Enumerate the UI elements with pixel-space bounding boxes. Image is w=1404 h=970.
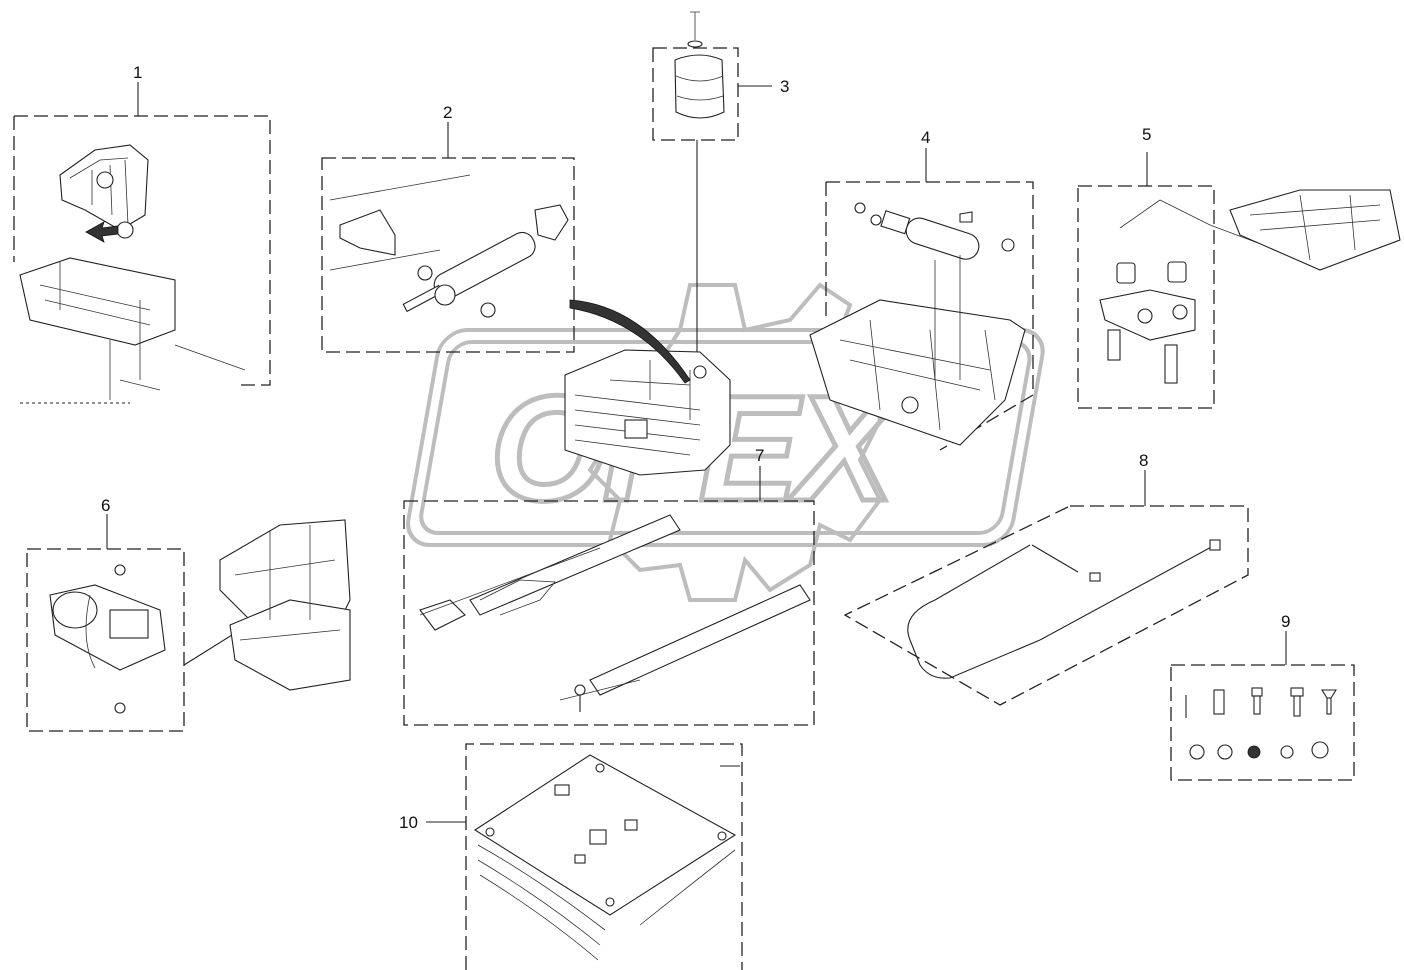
callout-5: 5 [1142, 125, 1151, 144]
group-1-arrow-icon [85, 221, 119, 243]
callouts: 1 2 3 4 5 6 7 8 9 10 [101, 63, 1290, 832]
group-7 [403, 466, 815, 726]
callout-9: 9 [1281, 612, 1290, 631]
seat-base [564, 299, 731, 476]
group-9-washer-flat [1280, 745, 1294, 759]
group-5-box [1077, 185, 1215, 409]
group-5-bushing-right [1167, 261, 1187, 283]
group-9-spacer [1213, 689, 1225, 715]
group-5-bolt-right [1164, 344, 1178, 384]
group-6 [26, 514, 351, 732]
watermark-frame-outer [406, 328, 1045, 547]
group-9-washer-black [1247, 745, 1261, 759]
callout-6: 6 [101, 496, 110, 515]
callout-1: 1 [133, 63, 142, 82]
group-2 [321, 122, 575, 353]
group-10-box [465, 743, 743, 970]
group-9-washer-split [1217, 744, 1233, 760]
seat-base-pointer-arrow [569, 299, 691, 384]
group-2-box [321, 157, 575, 353]
group-8-hose-straight [1039, 544, 1216, 641]
group-3-air-spring [674, 54, 725, 119]
group-5-bushing-left [1116, 262, 1136, 284]
watermark-frame-inner [419, 340, 1032, 535]
group-9-box [1170, 664, 1355, 781]
callout-2: 2 [443, 103, 452, 122]
group-9-bolt-1 [1251, 687, 1263, 697]
callout-7: 7 [755, 446, 764, 465]
group-10 [426, 743, 743, 970]
group-3 [652, 11, 772, 368]
callout-10: 10 [399, 813, 418, 832]
group-9-nut [1189, 744, 1205, 760]
watermark-gear [587, 282, 883, 602]
group-9 [1170, 631, 1355, 781]
group-2-bracket [339, 209, 396, 256]
group-9-bolt-2 [1290, 687, 1304, 697]
group-5 [1077, 152, 1401, 409]
group-8-box [843, 505, 1249, 706]
group-9-screw [1321, 689, 1337, 699]
group-5-bolt-left [1107, 329, 1121, 361]
callout-4: 4 [921, 128, 930, 147]
group-7-box [403, 500, 815, 726]
group-8 [843, 470, 1249, 706]
callout-8: 8 [1139, 451, 1148, 470]
group-6-box [26, 548, 185, 732]
group-9-lock-nut [1311, 741, 1329, 759]
group-4-box [825, 181, 1034, 451]
group-3-box [652, 47, 739, 141]
group-4-frame [809, 299, 1026, 446]
group-1-frame [19, 257, 176, 346]
group-7-slide-rail-upper [469, 514, 681, 616]
group-7-slide-rail-lower [589, 584, 811, 696]
callout-3: 3 [780, 77, 789, 96]
group-1 [13, 82, 271, 404]
group-8-hose-loop [907, 544, 1041, 679]
group-1-box [13, 115, 271, 386]
group-4 [809, 148, 1034, 451]
